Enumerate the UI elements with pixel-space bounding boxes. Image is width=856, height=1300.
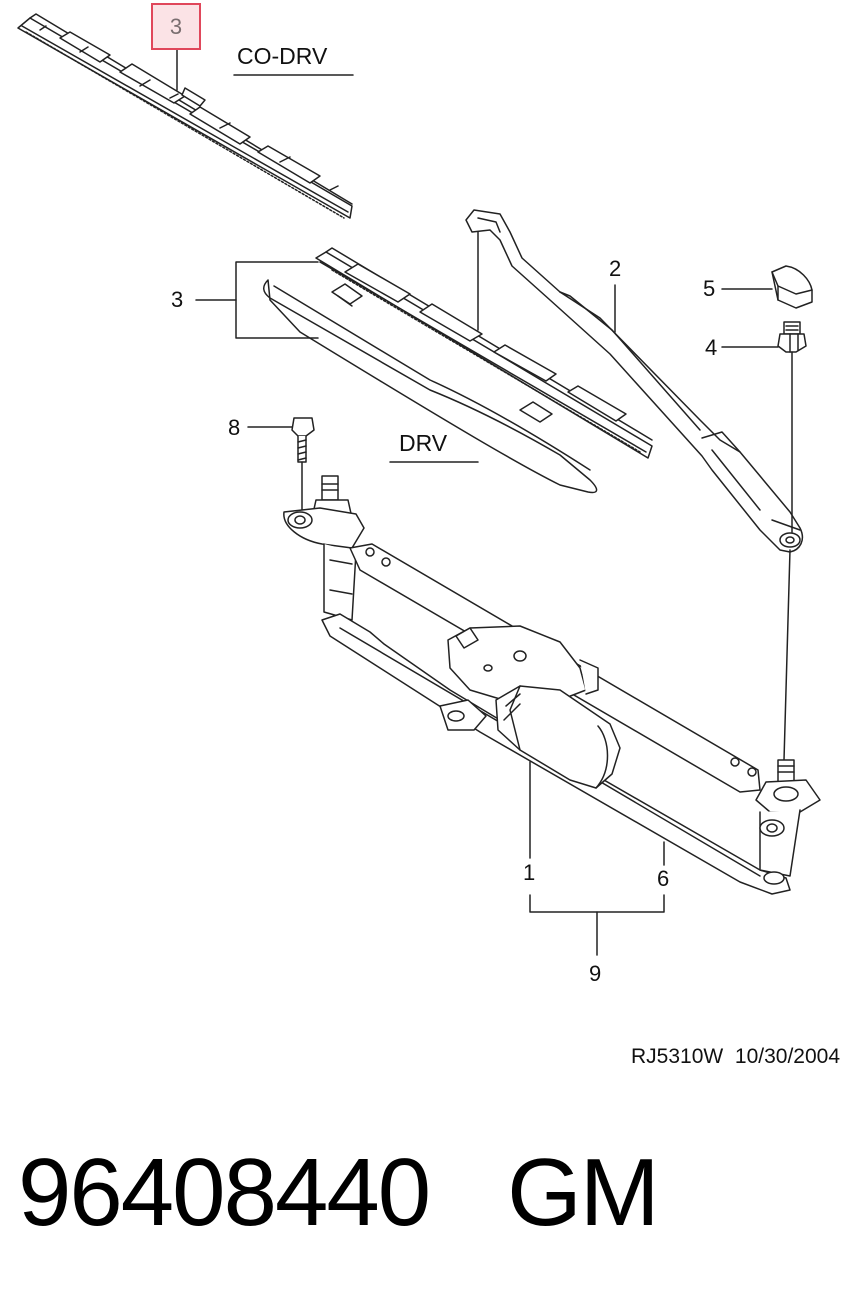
callout-number-4: 4 xyxy=(705,335,718,360)
drawing-reference: RJ5310W 10/30/2004 xyxy=(631,1045,840,1069)
part-number-line: 96408440 GM xyxy=(18,1138,660,1248)
callout-number-8: 8 xyxy=(228,415,241,440)
highlighted-callout-3[interactable]: 3 xyxy=(151,3,201,50)
drv-label: DRV xyxy=(399,430,448,456)
wiper-arm-cap xyxy=(771,265,813,309)
drawing-date: 10/30/2004 xyxy=(734,1045,840,1068)
callout-number-2: 2 xyxy=(609,256,622,281)
wiper-arm xyxy=(465,209,804,553)
callout-number-1: 1 xyxy=(523,860,536,885)
callout-number-9: 9 xyxy=(589,961,602,986)
arm-nut xyxy=(777,321,807,353)
part-number: 96408440 xyxy=(18,1139,431,1246)
callout-number-6: 6 xyxy=(657,866,670,891)
driver-wiper-blade xyxy=(263,247,653,494)
drawing-code: RJ5310W xyxy=(631,1045,724,1068)
part-brand: GM xyxy=(507,1139,660,1246)
arm-axis-line-lower xyxy=(783,549,791,761)
co-driver-wiper-blade xyxy=(17,13,353,219)
mounting-bolt xyxy=(291,417,315,463)
callout-number-3: 3 xyxy=(171,287,184,312)
co-drv-label: CO-DRV xyxy=(237,43,328,69)
callout-bracket-9 xyxy=(529,894,665,913)
callout-number-5: 5 xyxy=(703,276,716,301)
wiper-linkage-assembly xyxy=(283,475,821,895)
